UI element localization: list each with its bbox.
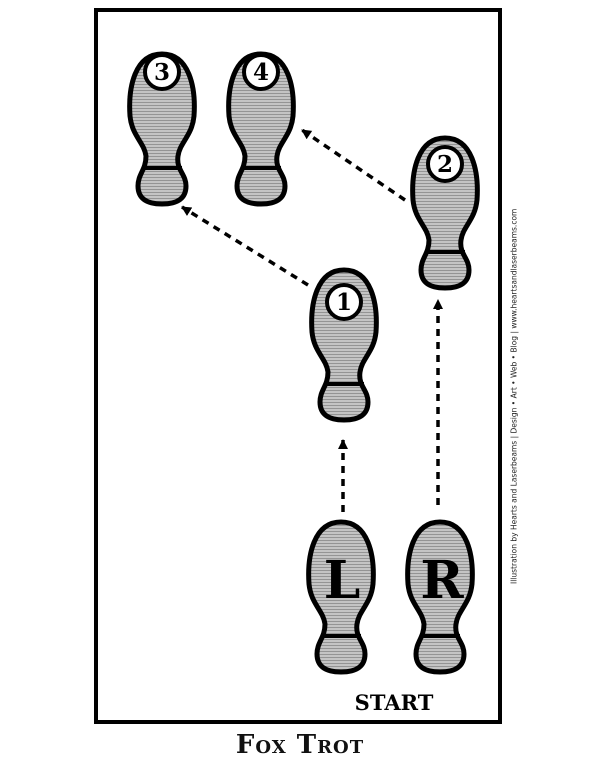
- diagram-frame: [94, 8, 502, 724]
- step-4-label: 4: [253, 59, 269, 86]
- step-2-label: 2: [437, 151, 453, 178]
- right-foot-letter: R: [420, 550, 464, 611]
- step-arrows: [181, 128, 443, 512]
- start-label: START: [355, 690, 434, 715]
- step-number-circle: [143, 53, 181, 91]
- step-1-label: 1: [336, 289, 352, 316]
- footprint-start-left: L: [309, 522, 374, 672]
- step-3-label: 3: [154, 59, 170, 86]
- left-foot-letter: L: [324, 550, 361, 611]
- dance-title: Fox Trot: [235, 730, 365, 760]
- arrow-step-2-to-step-4: [301, 128, 406, 202]
- footprint-step-2: 2: [413, 138, 478, 288]
- footprint-step-4: 4: [229, 54, 294, 204]
- illustration-credit: Illustration by Hearts and Laserbeams | …: [509, 208, 519, 584]
- step-number-circle: [242, 53, 280, 91]
- footprint-start-right: R: [408, 522, 473, 672]
- footprint-step-1: 1: [312, 270, 377, 420]
- arrow-step-1-to-step-3: [181, 205, 309, 287]
- step-number-circle: [325, 283, 363, 321]
- footprint-step-3: 3: [130, 54, 195, 204]
- step-number-circle: [426, 145, 464, 183]
